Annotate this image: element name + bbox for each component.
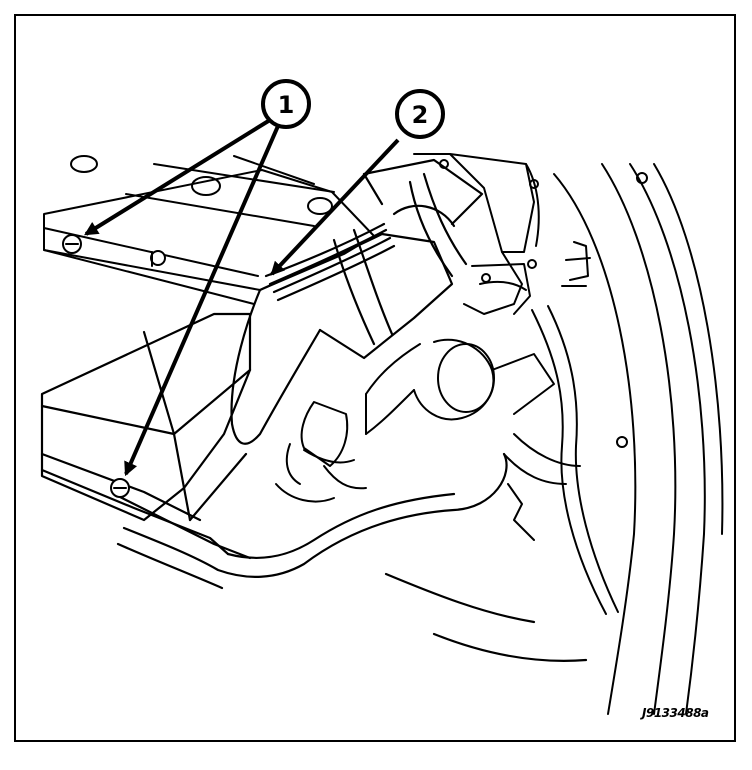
callout-1: 1	[84, 79, 311, 477]
vacuum-hoses	[275, 401, 367, 503]
callout-2-circle	[395, 89, 445, 139]
throttle-elbow	[365, 338, 555, 435]
callout-1-leader-upper	[84, 118, 272, 236]
callout-1-circle	[261, 79, 311, 129]
callout-2-leader	[270, 138, 400, 276]
callout-2-label: 2	[412, 101, 429, 129]
callout-1-label: 1	[278, 91, 295, 119]
callout-1-leader-lower	[124, 125, 280, 477]
figure-border	[14, 14, 736, 742]
callout-2: 2	[270, 89, 445, 276]
lower-support	[116, 452, 588, 662]
strut-tower-bracket	[413, 153, 540, 315]
inner-fender	[553, 163, 724, 715]
fasteners	[62, 234, 166, 498]
engine-drawing	[40, 153, 724, 715]
illustration-frame: 1 2	[14, 14, 736, 742]
heater-hoses	[503, 305, 619, 615]
screw-mid	[150, 250, 166, 266]
figure-id: J9133488a	[642, 706, 709, 720]
air-cleaner-housing	[40, 312, 252, 560]
